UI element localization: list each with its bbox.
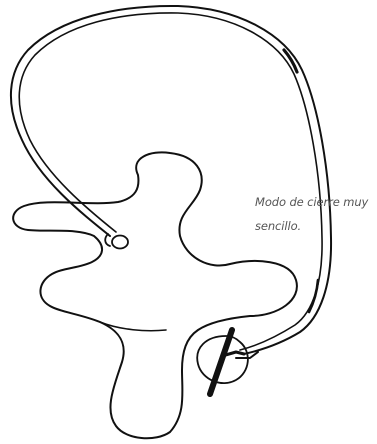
toggle-bar — [210, 330, 232, 394]
caption: Modo de cierre muy sencillo. — [255, 190, 375, 238]
bead-icon — [112, 236, 128, 249]
caption-line-2: sencillo. — [255, 214, 375, 238]
caption-line-1: Modo de cierre muy — [255, 190, 375, 214]
cord-thick-mark-lower — [309, 280, 318, 312]
cord-inner-strand — [19, 13, 322, 350]
